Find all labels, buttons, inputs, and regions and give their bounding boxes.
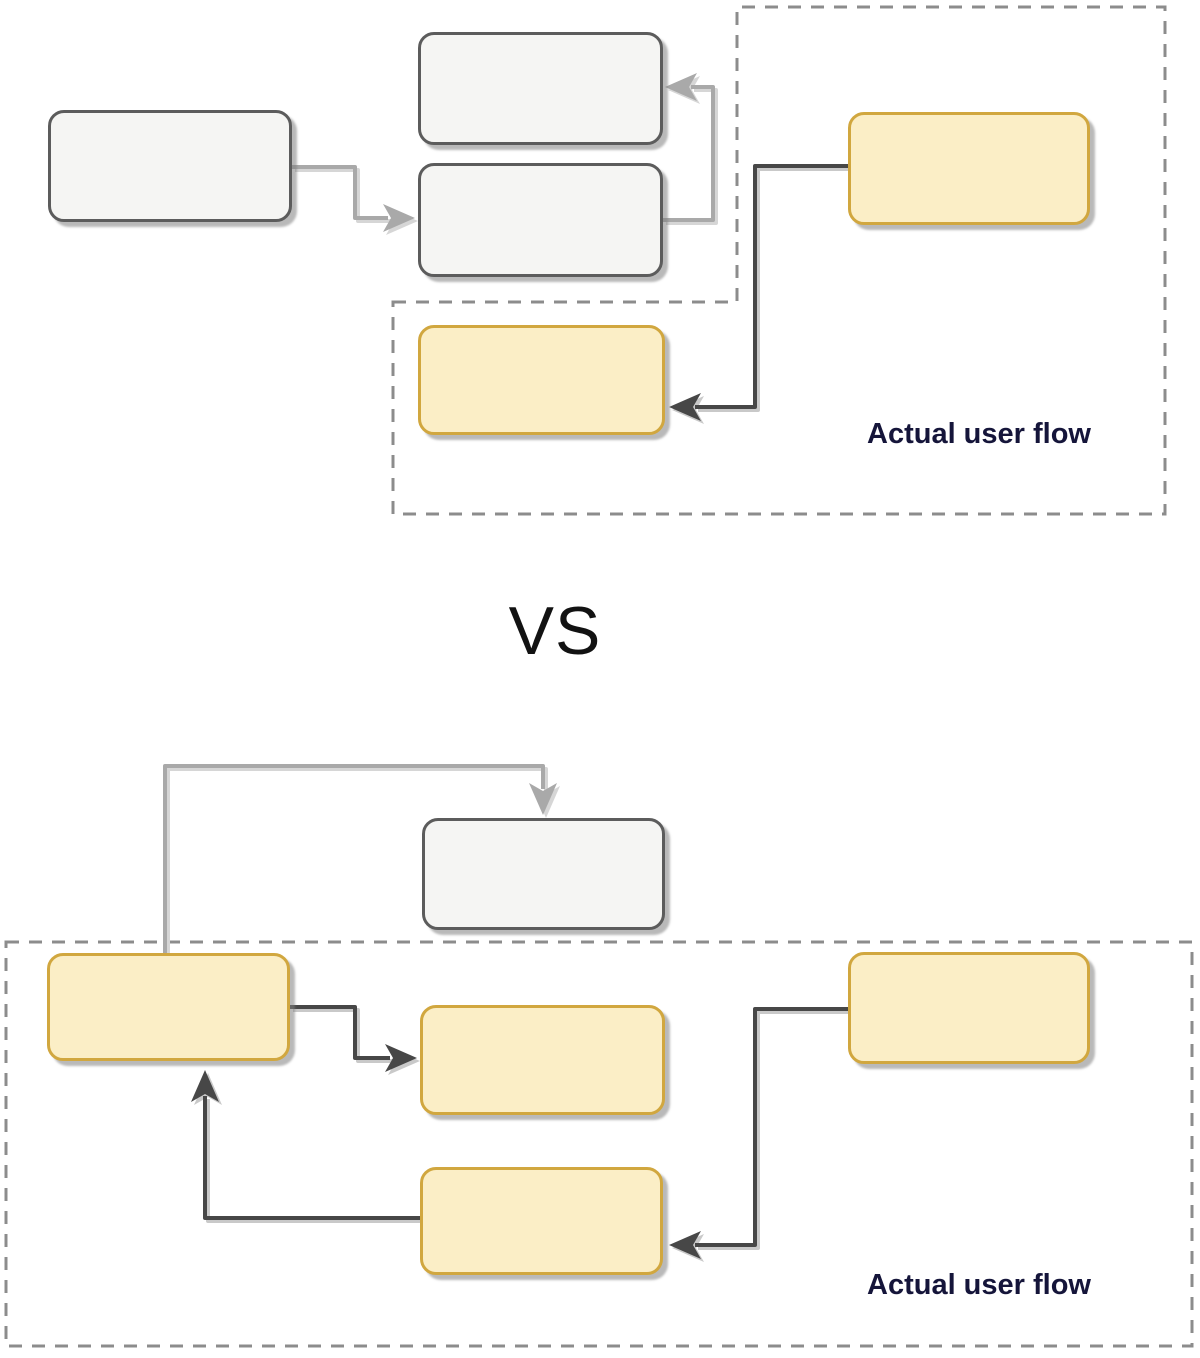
top-right-yellow-node — [848, 112, 1090, 225]
top-actual-yellow-node — [418, 325, 665, 435]
bottom-middle-yellow-node — [420, 1005, 665, 1115]
arrow-bottom-right-to-lower — [669, 1007, 851, 1262]
top-upper-gray-node — [418, 32, 663, 145]
bottom-right-yellow-node — [848, 952, 1090, 1064]
bottom-left-yellow-node — [47, 953, 290, 1061]
arrow-top-left-to-middle — [292, 165, 418, 235]
bottom-lower-yellow-node — [420, 1167, 663, 1275]
arrow-bottom-lower-to-left — [191, 1070, 423, 1223]
top-actual-flow-dashed-region — [391, 5, 1167, 516]
bottom-actual-user-flow-label: Actual user flow — [867, 1269, 1091, 1301]
arrow-top-middle-loopback — [663, 73, 718, 225]
top-lower-gray-node — [418, 163, 663, 277]
arrow-bottom-left-to-gray — [163, 764, 560, 956]
arrow-bottom-left-to-middle — [290, 1005, 420, 1075]
arrow-top-right-to-actual — [669, 164, 851, 424]
top-actual-user-flow-label: Actual user flow — [867, 418, 1091, 450]
bottom-gray-node — [422, 818, 665, 930]
top-left-gray-node — [48, 110, 292, 222]
vs-label: VS — [508, 593, 602, 669]
bottom-actual-flow-dashed-region — [4, 940, 1194, 1348]
